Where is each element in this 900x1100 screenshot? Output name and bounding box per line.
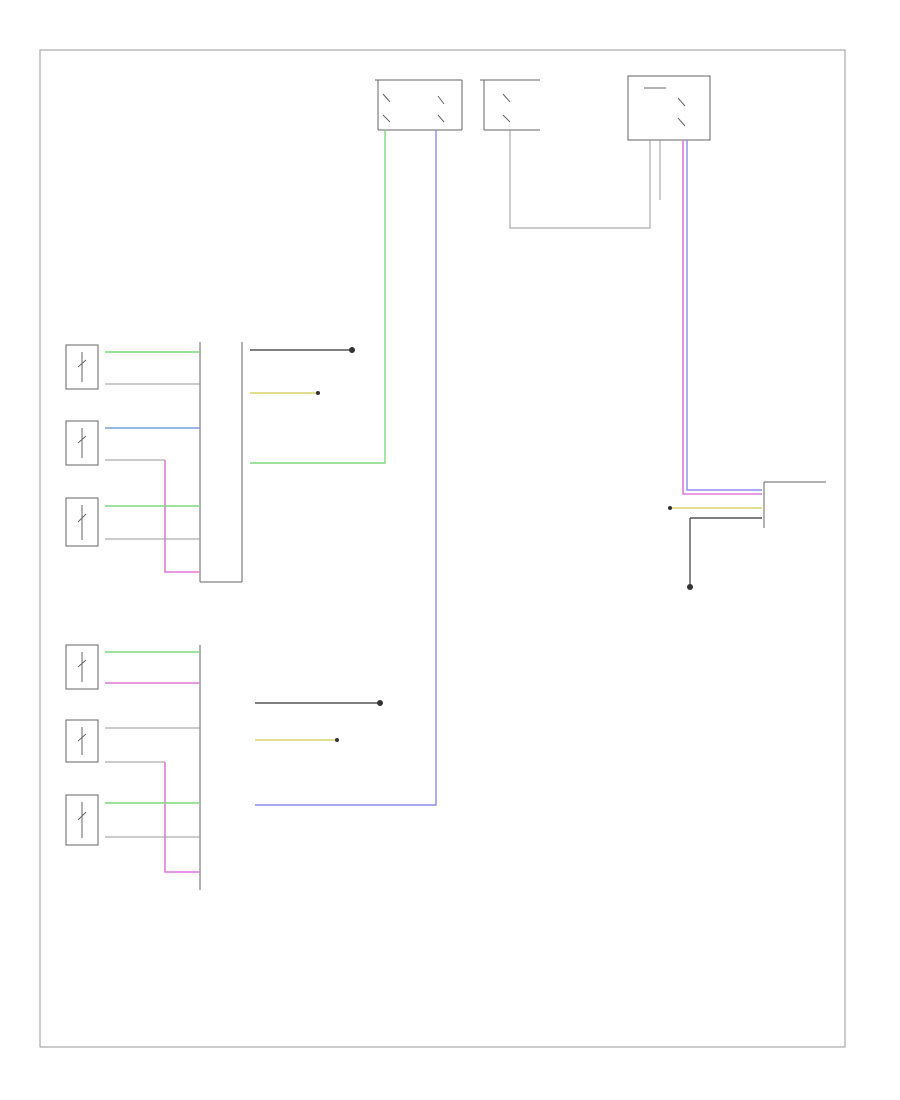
wire-blue-to-fuse — [255, 130, 437, 806]
right-switch-2 — [65, 719, 99, 763]
ground-point-right — [687, 584, 693, 590]
wire-gray-loop — [509, 130, 651, 229]
right-switch-3 — [65, 794, 99, 846]
module-lower-right — [763, 481, 826, 528]
lin-point-right — [668, 506, 672, 510]
wire-pink-long — [682, 140, 762, 495]
ground-point-lower — [377, 700, 383, 706]
wire-blue-long — [686, 140, 762, 491]
left-switch-1 — [65, 344, 99, 390]
left-switch-2 — [65, 420, 99, 466]
wire-right-pink — [164, 762, 200, 873]
ground-point-upper — [349, 347, 355, 353]
right-switch-1 — [65, 644, 99, 690]
diagram-frame — [39, 49, 846, 1048]
fuse-box-left — [375, 79, 463, 131]
fuse-box-middle — [480, 79, 540, 131]
wire-green-to-fuse — [250, 130, 386, 464]
left-switch-3 — [65, 497, 99, 547]
lin-point-lower — [335, 738, 339, 742]
control-module-top-right — [627, 75, 711, 141]
wire-left-pink — [164, 460, 200, 573]
lin-point-upper — [316, 391, 320, 395]
